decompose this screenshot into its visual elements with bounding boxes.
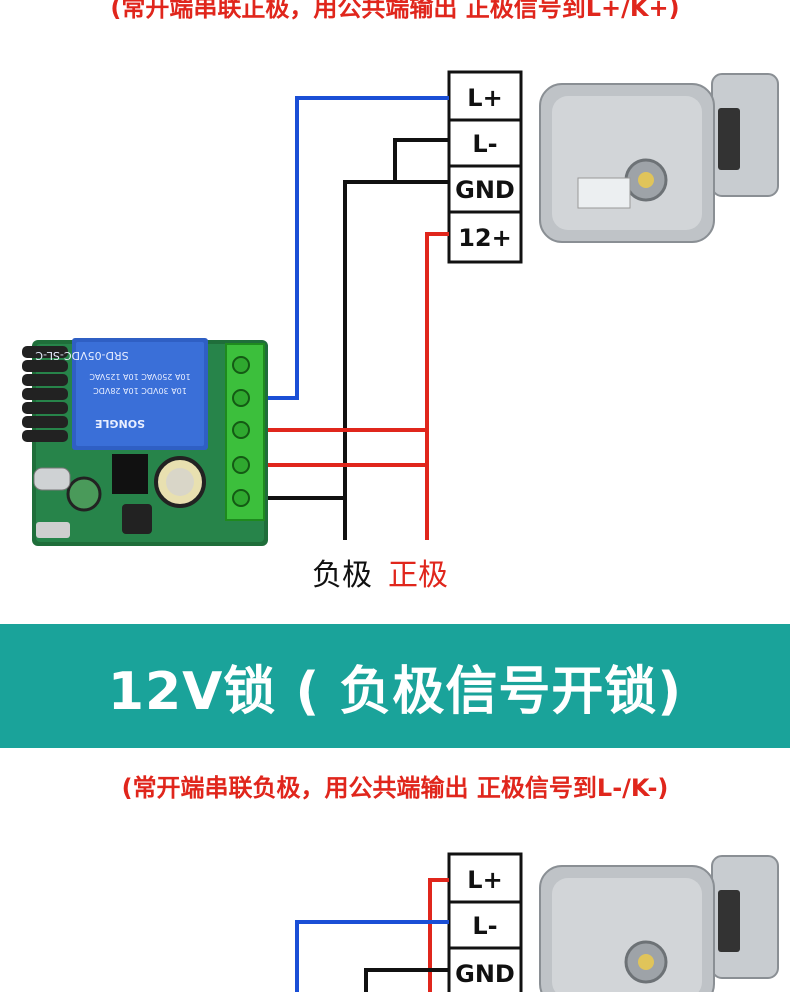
electric-lock-top — [539, 73, 779, 243]
terminal-l-plus-b: L+ — [467, 866, 502, 894]
blue-wire — [250, 96, 449, 400]
terminal-l-minus-b: L- — [472, 912, 497, 940]
black-wire-lminus — [393, 138, 449, 182]
relay-rating-2: 10A 30VDC 10A 28VDC — [93, 386, 187, 395]
black-wire-gnd — [343, 180, 449, 540]
inductor — [122, 504, 152, 534]
relay-model-text: SRD-05VDC-SL-C — [35, 349, 129, 362]
negative-label: 负极 — [312, 558, 372, 593]
terminal-gnd: GND — [455, 176, 515, 204]
terminal-l-minus: L- — [472, 130, 497, 158]
wires-top — [250, 96, 449, 540]
ic-chip — [112, 454, 148, 494]
terminal-block-top: L+ L- GND 12+ — [447, 70, 523, 264]
relay-rating-1: 10A 250VAC 10A 125VAC — [89, 372, 191, 381]
relay-module: SRD-05VDC-SL-C 10A 250VAC 10A 125VAC 10A… — [22, 338, 268, 546]
terminal-block-bottom: L+ L- GND — [447, 852, 523, 992]
button — [36, 522, 70, 538]
middle-caption: (常开端串联负极，用公共端输出 正极信号到L-/K-) — [121, 774, 669, 802]
positive-label: 正极 — [388, 558, 448, 593]
terminal-gnd-b: GND — [455, 960, 515, 988]
crystal — [33, 467, 71, 491]
buzzer — [66, 476, 102, 512]
antenna-coil — [22, 346, 68, 442]
terminal-l-plus: L+ — [467, 84, 502, 112]
electric-lock-bottom — [539, 855, 779, 992]
top-caption: (常开端串联正极，用公共端输出 正极信号到L+/K+) — [110, 0, 680, 22]
section-banner: 12V锁 ( 负极信号开锁) — [0, 624, 790, 748]
red-wire-12v — [425, 232, 449, 540]
banner-title: 12V锁 ( 负极信号开锁) — [107, 661, 683, 722]
wires-bottom — [295, 878, 449, 992]
terminal-12-plus: 12+ — [458, 224, 512, 252]
relay-brand: SONGLE — [95, 417, 145, 430]
